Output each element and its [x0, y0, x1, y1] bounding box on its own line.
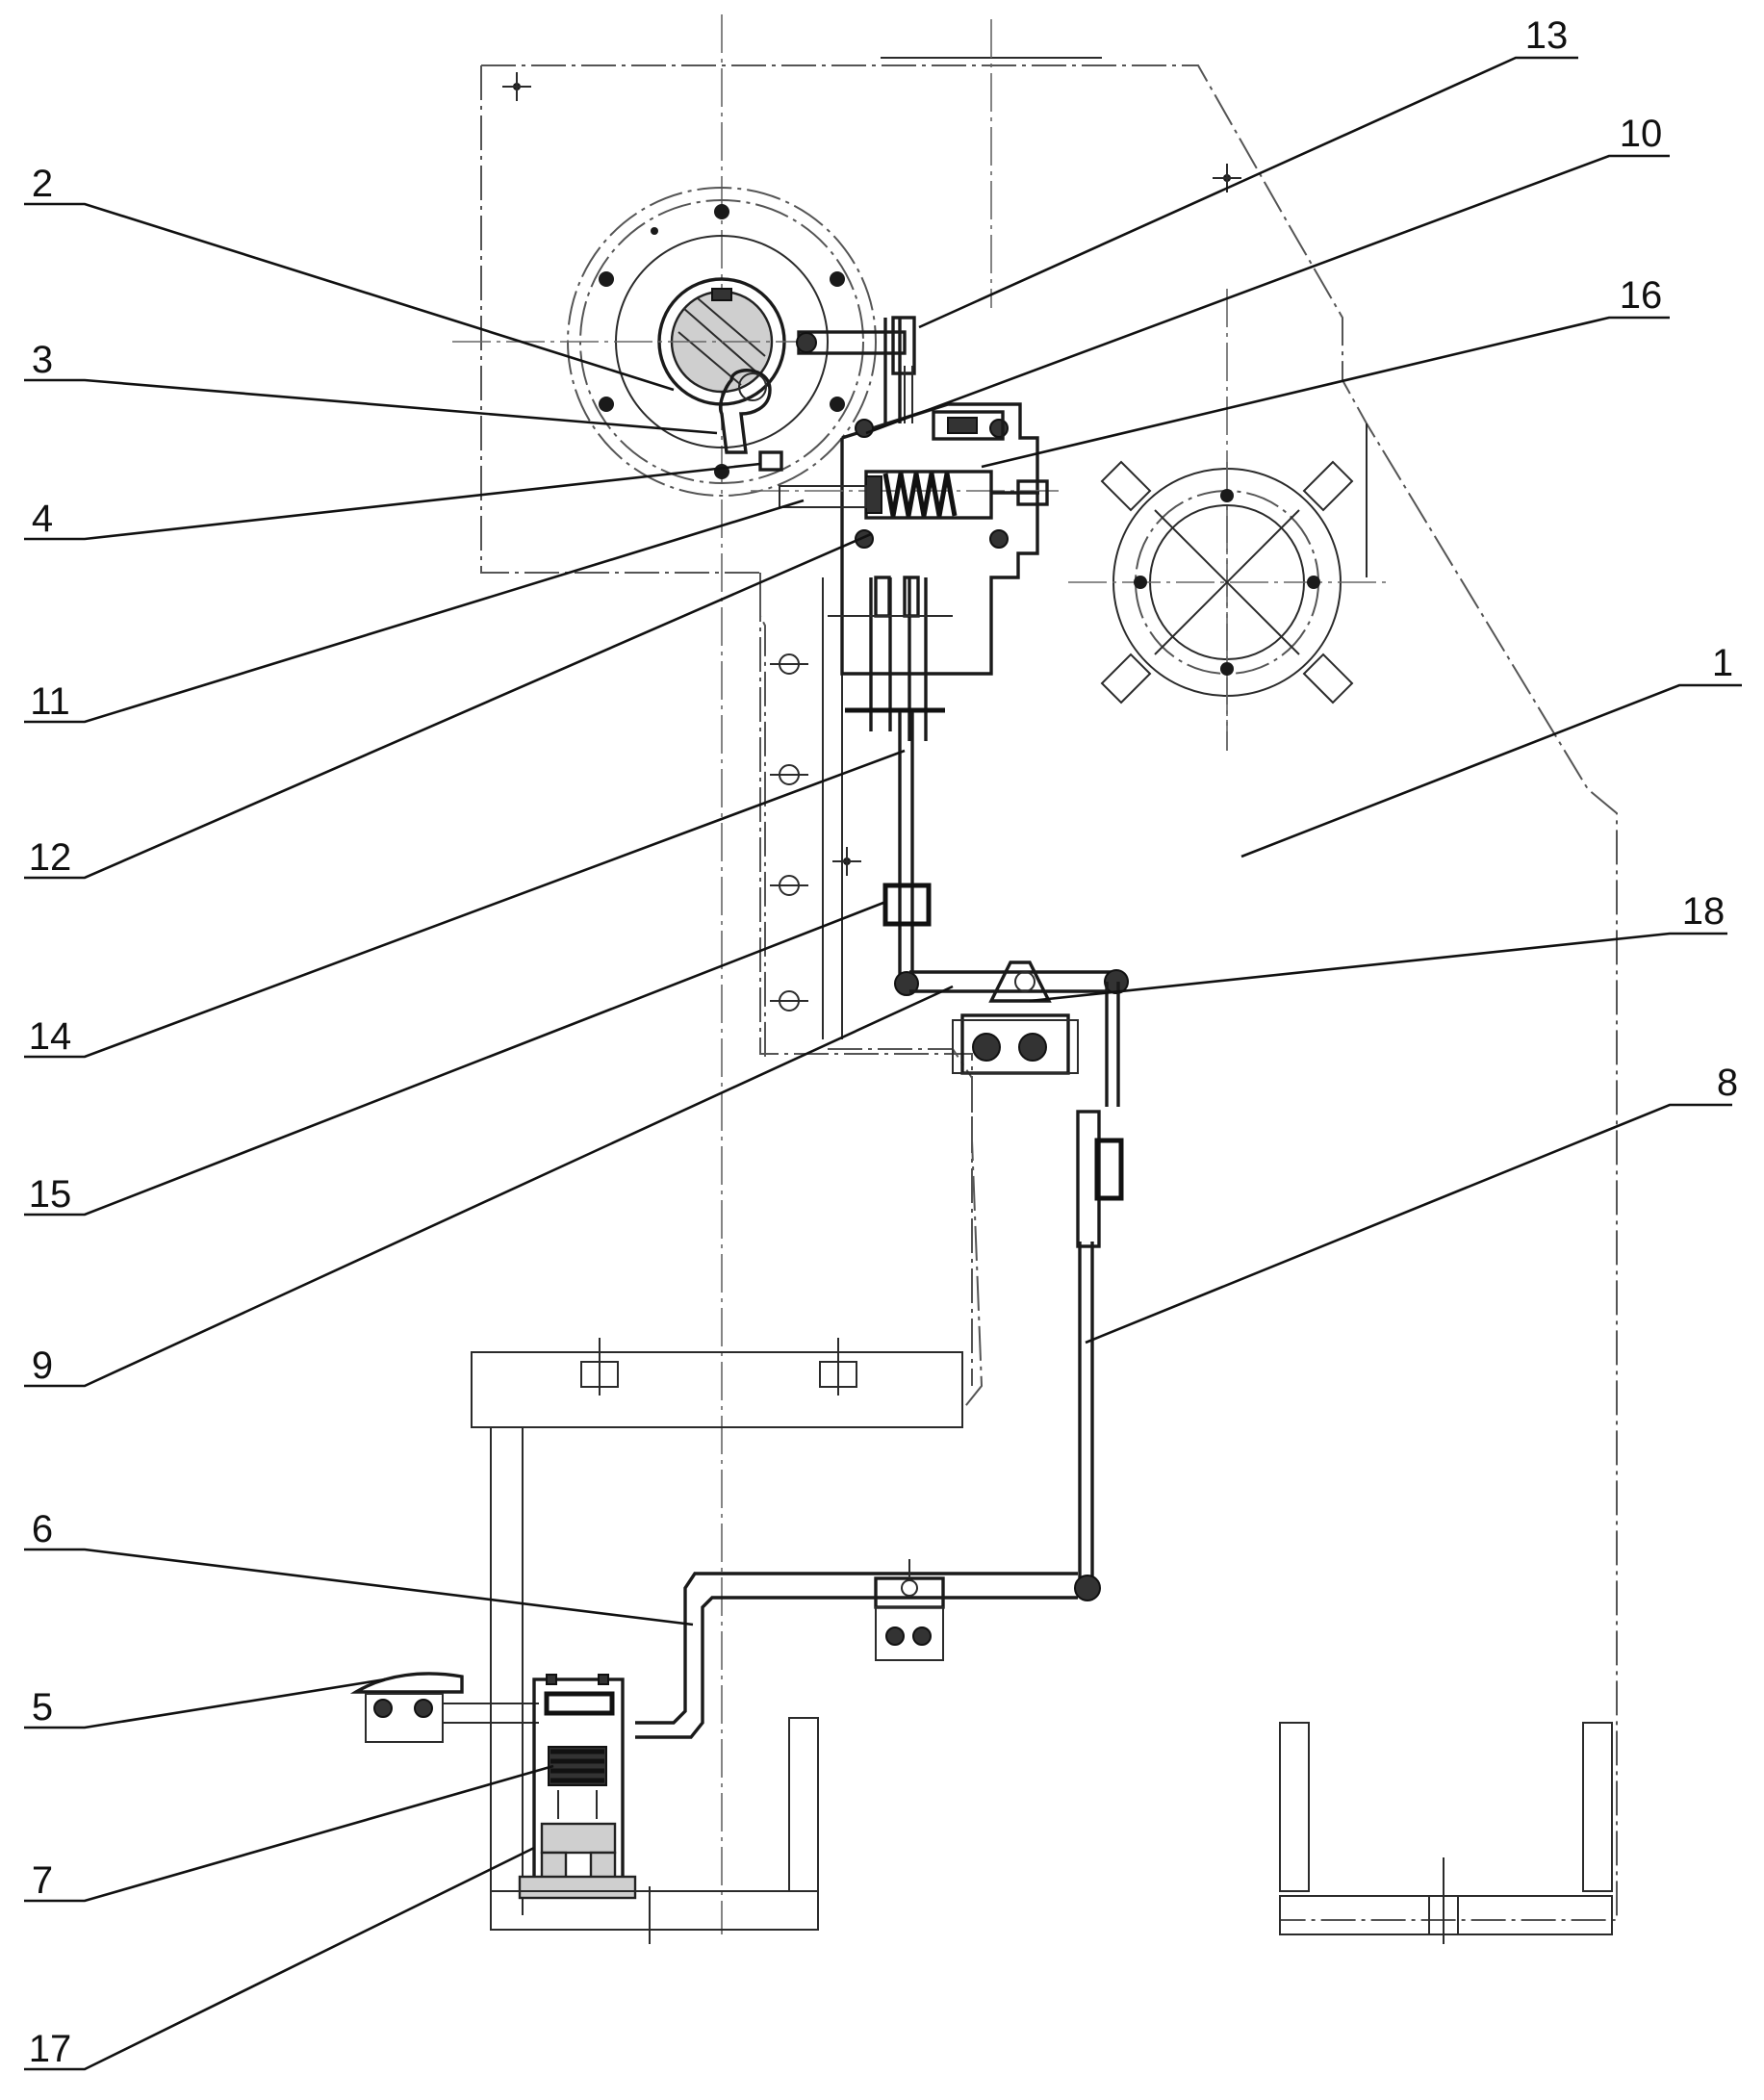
crank-lever — [909, 960, 1129, 1107]
callout-12: 12 — [29, 836, 72, 879]
flywheel-assembly — [452, 187, 916, 497]
callout-6: 6 — [32, 1508, 53, 1550]
callout-16: 16 — [1620, 274, 1663, 317]
callout-4: 4 — [32, 498, 53, 540]
vertical-link — [882, 712, 932, 996]
callout-3: 3 — [32, 339, 53, 381]
pedal-lever — [635, 1559, 1078, 1739]
callout-labels: 2 3 4 11 12 14 15 9 6 5 7 17 13 10 16 1 … — [29, 14, 1738, 2070]
callout-14: 14 — [29, 1015, 72, 1058]
motor-flange — [1068, 460, 1391, 751]
callout-7: 7 — [32, 1859, 53, 1902]
callout-15: 15 — [29, 1173, 72, 1216]
pedal — [349, 1672, 539, 1743]
callout-9: 9 — [32, 1345, 53, 1387]
callout-2: 2 — [32, 163, 53, 205]
callout-11: 11 — [30, 680, 70, 723]
control-block — [751, 318, 1059, 741]
callout-18: 18 — [1682, 890, 1726, 933]
leader-lines — [24, 56, 1742, 2071]
callout-1: 1 — [1712, 642, 1733, 684]
ram — [471, 1338, 963, 1915]
callout-5: 5 — [32, 1686, 53, 1729]
callout-10: 10 — [1620, 113, 1663, 155]
press-frame — [480, 14, 1618, 1934]
long-rod — [1074, 1110, 1124, 1601]
callout-17: 17 — [29, 2028, 72, 2070]
base — [490, 1717, 1613, 1944]
spring-unit — [518, 1674, 637, 1900]
callout-8: 8 — [1717, 1062, 1738, 1104]
callout-13: 13 — [1525, 14, 1569, 57]
